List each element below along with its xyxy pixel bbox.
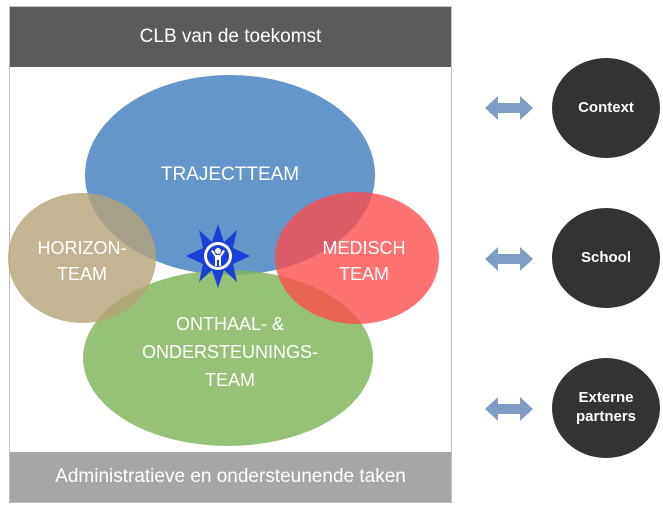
externe-partners-node: Externe partners <box>552 358 660 458</box>
context-label: Context <box>578 98 634 116</box>
context-node: Context <box>552 58 660 158</box>
externe-partners-label: Externe partners <box>576 389 636 427</box>
diagram-title: CLB van de toekomst <box>10 7 451 67</box>
horizon-ellipse <box>8 193 156 323</box>
medisch-label-line2: TEAM <box>339 264 389 284</box>
school-node: School <box>552 208 660 308</box>
horizon-label-line1: HORIZON- <box>38 238 127 258</box>
onthaal-label-line3: TEAM <box>205 370 255 390</box>
double-arrow-icon <box>485 397 533 421</box>
onthaal-label-line1: ONTHAAL- & <box>176 314 284 334</box>
externe-label-line1: Externe <box>578 389 634 407</box>
medisch-ellipse <box>275 192 439 324</box>
child-sun-icon <box>186 224 250 288</box>
externe-label-line2: partners <box>575 408 637 425</box>
onthaal-label-line2: ONDERSTEUNINGS- <box>142 342 318 362</box>
school-label: School <box>580 248 631 266</box>
onthaal-ellipse <box>83 270 373 446</box>
double-arrow-icon <box>485 96 533 120</box>
trajectteam-label: TRAJECTTEAM <box>161 164 299 185</box>
footer-label: Administratieve en ondersteunende taken <box>10 452 451 502</box>
medisch-label-line1: MEDISCH <box>322 238 405 258</box>
double-arrow-icon <box>485 247 533 271</box>
horizon-label-line2: TEAM <box>57 264 107 284</box>
